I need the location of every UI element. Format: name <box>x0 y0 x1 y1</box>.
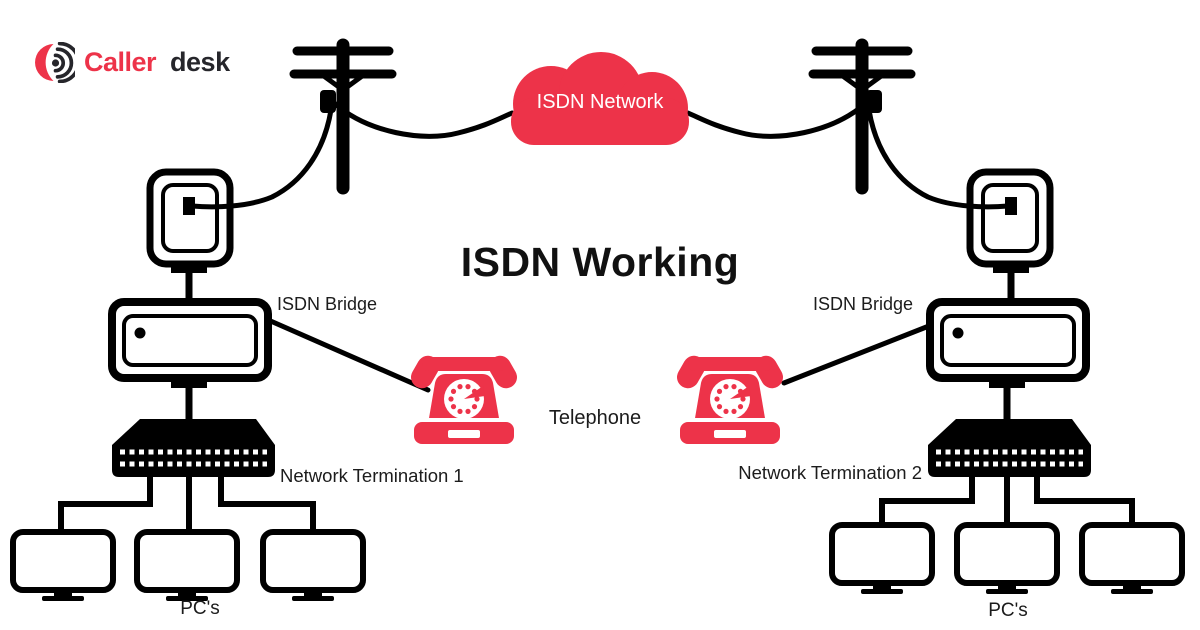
pc-monitor-icon <box>954 522 1060 594</box>
wall-jack-right-icon <box>966 168 1054 305</box>
network-switch-right-icon <box>928 419 1091 477</box>
wire-pole-to-cloud-right <box>685 100 869 139</box>
wire-pole-to-jack-right <box>866 107 1011 210</box>
wall-jack-left-icon <box>146 168 234 305</box>
switch-to-pc-lines-right <box>879 476 1135 526</box>
isdn-bridge-left-icon <box>108 298 272 421</box>
utility-pole-left-icon <box>289 38 397 195</box>
pc-monitor-icon <box>134 529 240 601</box>
page-title: ISDN Working <box>460 239 740 285</box>
isdn-bridge-right-label: ISDN Bridge <box>812 294 913 314</box>
logo-text-desk: desk <box>170 47 230 77</box>
pc-monitor-icon <box>260 529 366 601</box>
callerdesk-logo-icon <box>35 42 75 83</box>
telephone-left-icon <box>411 355 517 444</box>
switch-to-pc-lines-left <box>58 476 316 533</box>
logo-text-caller: Caller <box>84 47 157 77</box>
pcs-right-label: PC's <box>988 600 1028 621</box>
pc-monitor-icon <box>829 522 935 594</box>
telephone-right-icon <box>677 355 783 444</box>
pcs-left-label: PC's <box>180 598 220 619</box>
isdn-bridge-left-label: ISDN Bridge <box>277 294 378 314</box>
wire-pole-to-cloud-left <box>331 100 515 139</box>
wire-pole-to-jack-left <box>189 107 334 210</box>
pc-monitor-icon <box>10 529 116 601</box>
network-termination-1-label: Network Termination 1 <box>280 465 464 486</box>
cloud-label: ISDN Network <box>536 91 664 113</box>
isdn-bridge-right-icon <box>926 298 1090 421</box>
pc-monitor-icon <box>1079 522 1185 594</box>
jack-connector-right <box>1005 197 1017 215</box>
jack-connector-left <box>183 197 195 215</box>
isdn-network-cloud <box>511 52 689 145</box>
wire-phone-to-modem-right <box>781 321 937 386</box>
network-switch-left-icon <box>112 419 275 477</box>
wire-modem-to-phone-left <box>263 316 431 393</box>
network-termination-2-label: Network Termination 2 <box>738 462 922 483</box>
utility-pole-right-icon <box>808 38 916 195</box>
telephone-label: Telephone <box>548 407 642 429</box>
callerdesk-logo: Caller desk <box>34 42 230 83</box>
